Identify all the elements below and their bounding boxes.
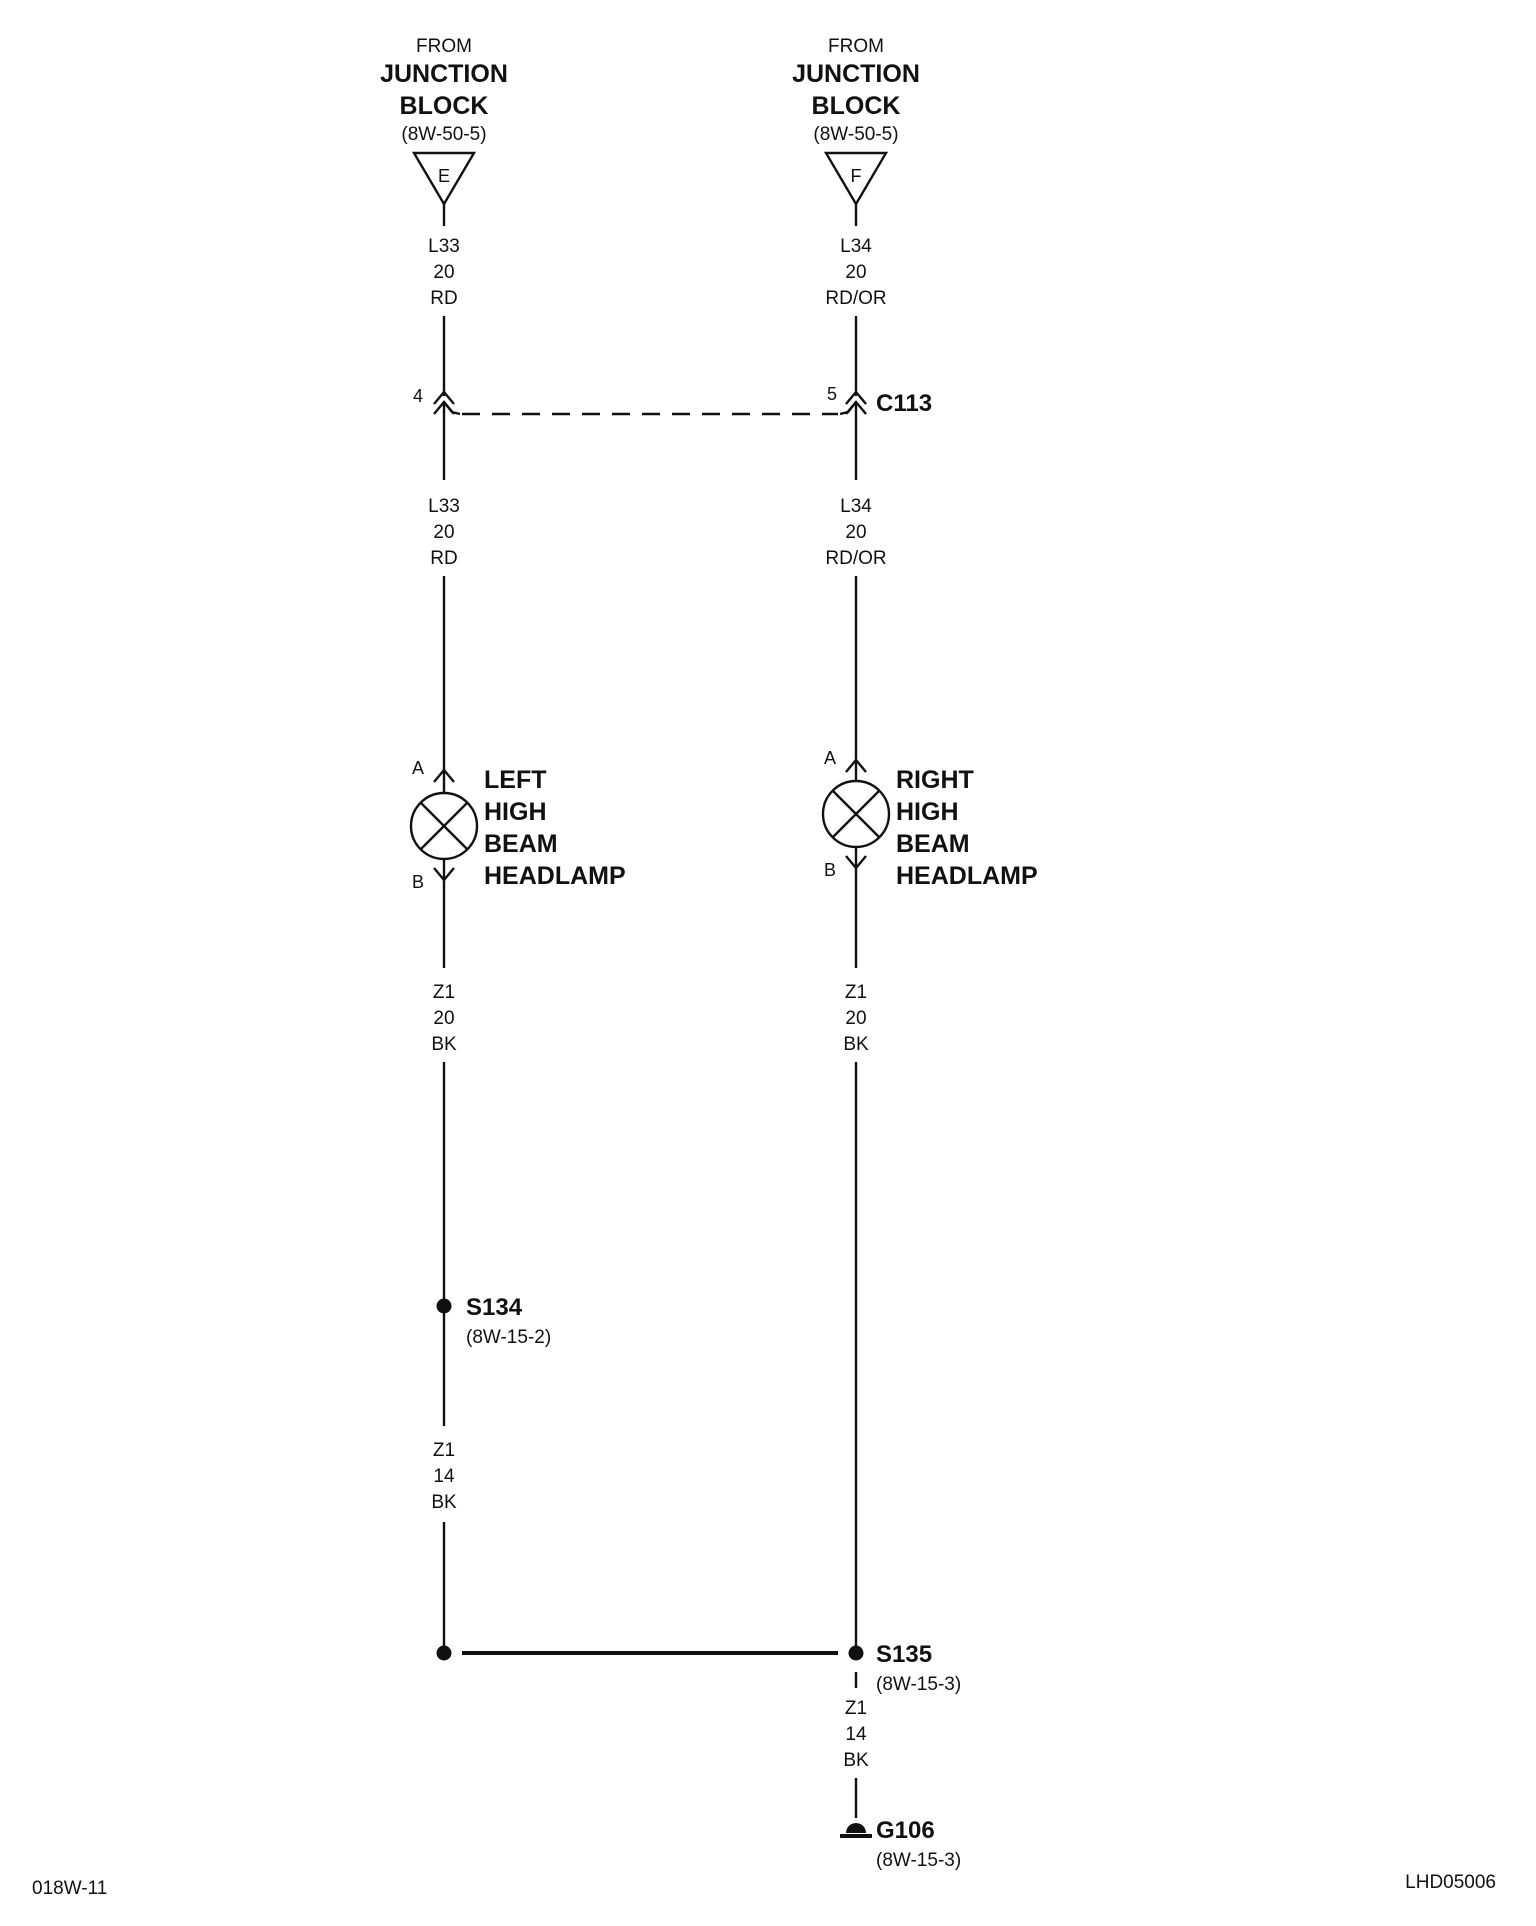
source-right-name1: JUNCTION (792, 60, 920, 88)
wire-left-ground-circuit: Z1 (433, 982, 455, 1003)
wire-left-lower-circuit: Z1 (433, 1440, 455, 1461)
ground-icon (846, 1823, 866, 1833)
wire-left-ground-gauge: 20 (433, 1008, 454, 1029)
splice-s135-ref: (8W-15-3) (876, 1674, 961, 1695)
connector-chevron-upper (433, 390, 455, 405)
source-left-terminal: E (438, 166, 450, 186)
source-left-name2: BLOCK (400, 92, 489, 120)
wire-left-lower-color: BK (431, 1492, 457, 1513)
connector-pin-5: 5 (827, 384, 837, 404)
lamp-left-line2: HIGH (484, 798, 547, 826)
connector-left-hook (443, 401, 461, 416)
splice-s135-dot (848, 1645, 864, 1661)
source-left-terminal-triangle (411, 151, 477, 207)
connector-chevron-upper-right (845, 390, 867, 405)
source-left: FROM JUNCTION BLOCK (8W-50-5) E (380, 36, 508, 207)
lamp-right-line1: RIGHT (896, 766, 974, 794)
source-right-terminal-triangle (823, 151, 889, 207)
wire-left-ground-color: BK (431, 1034, 457, 1055)
lamp-left-bulb-x2 (420, 802, 468, 850)
footer-left-code: 018W-11 (32, 1878, 107, 1899)
splice-s134-ref: (8W-15-2) (466, 1327, 551, 1348)
source-right-ref: (8W-50-5) (813, 124, 898, 145)
wire-left-top-gauge: 20 (433, 262, 454, 283)
splice-s134-id: S134 (466, 1294, 523, 1321)
lamp-left-pin-a: A (412, 758, 424, 778)
lamp-left-line1: LEFT (484, 766, 547, 794)
lamp-left-line3: BEAM (484, 830, 558, 858)
source-right-from: FROM (828, 36, 884, 57)
connector-c113-right: 5 C113 (827, 384, 932, 417)
wire-right-mid-circuit: L34 (840, 496, 872, 517)
lamp-left-line4: HEADLAMP (484, 862, 626, 890)
splice-s135-id: S135 (876, 1641, 932, 1668)
wire-right-mid-color: RD/OR (825, 548, 886, 569)
wire-right-ground-gauge: 20 (845, 1008, 866, 1029)
wire-left-mid-gauge: 20 (433, 522, 454, 543)
source-right-name2: BLOCK (812, 92, 901, 120)
wire-left-top-circuit: L33 (428, 236, 460, 257)
lamp-right-pin-b: B (824, 860, 836, 880)
wire-left-top-color: RD (430, 288, 457, 309)
ground-ref: (8W-15-3) (876, 1850, 961, 1871)
connector-pin-4: 4 (413, 386, 423, 406)
wire-right-mid-gauge: 20 (845, 522, 866, 543)
wire-right-top-circuit: L34 (840, 236, 872, 257)
source-left-ref: (8W-50-5) (401, 124, 486, 145)
ground-id: G106 (876, 1817, 935, 1844)
wire-left-mid-color: RD (430, 548, 457, 569)
source-left-name1: JUNCTION (380, 60, 508, 88)
splice-s135: S135 (8W-15-3) (848, 1641, 961, 1695)
lamp-right-pin-a: A (824, 748, 836, 768)
footer-right-code: LHD05006 (1405, 1872, 1496, 1893)
lamp-right-line4: HEADLAMP (896, 862, 1038, 890)
ground-g106: G106 (8W-15-3) (840, 1817, 961, 1871)
lamp-right-line3: BEAM (896, 830, 970, 858)
connector-right-hook (839, 401, 857, 416)
source-right: FROM JUNCTION BLOCK (8W-50-5) F (792, 36, 920, 207)
wire-right-lower-circuit: Z1 (845, 1698, 867, 1719)
wire-right-top-color: RD/OR (825, 288, 886, 309)
wire-left-lower-gauge: 14 (433, 1466, 455, 1487)
wire-right-ground-circuit: Z1 (845, 982, 867, 1003)
connector-id: C113 (876, 390, 932, 417)
wire-right-lower-color: BK (843, 1750, 869, 1771)
lamp-right: A B RIGHT HIGH BEAM HEADLAMP (821, 748, 1038, 890)
lamp-left-pin-b: B (412, 872, 424, 892)
wire-right-ground-color: BK (843, 1034, 869, 1055)
wire-right-lower-gauge: 14 (845, 1724, 867, 1745)
lamp-left: A B LEFT HIGH BEAM HEADLAMP (409, 758, 626, 892)
lamp-right-line2: HIGH (896, 798, 959, 826)
lamp-right-bulb-x2 (832, 790, 880, 838)
wire-right-top-gauge: 20 (845, 262, 866, 283)
connector-c113-left: 4 (413, 386, 461, 416)
source-left-from: FROM (416, 36, 472, 57)
junction-left-dot (436, 1645, 452, 1661)
source-right-terminal: F (851, 166, 862, 186)
wire-left-mid-circuit: L33 (428, 496, 460, 517)
splice-s134: S134 (8W-15-2) (436, 1294, 551, 1348)
